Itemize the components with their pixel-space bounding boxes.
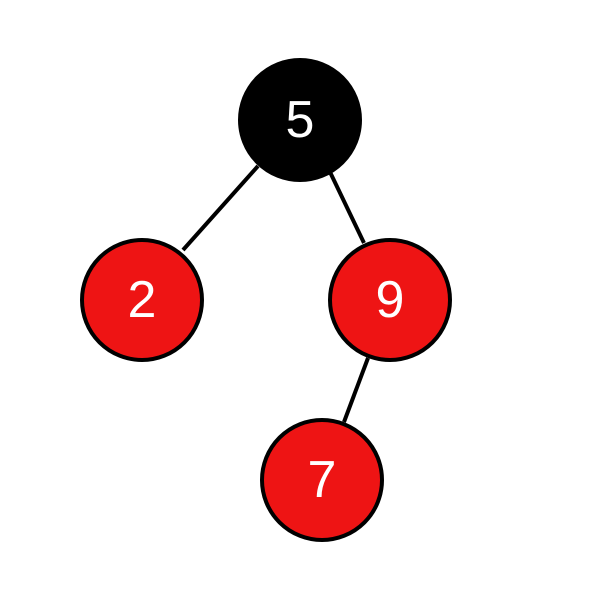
tree-node-5: 5	[238, 58, 362, 182]
node-7-label: 7	[308, 451, 337, 509]
tree-node-2: 2	[80, 238, 204, 362]
tree-node-9: 9	[328, 238, 452, 362]
edge-9-7	[342, 357, 370, 423]
edge-5-2	[181, 164, 260, 252]
node-5-circle	[238, 58, 362, 182]
node-5-label: 5	[286, 91, 315, 149]
node-9-circle	[328, 238, 452, 362]
node-7-circle	[260, 418, 384, 542]
node-2-circle	[80, 238, 204, 362]
tree-node-7: 7	[260, 418, 384, 542]
edge-5-9	[328, 171, 366, 244]
node-2-label: 2	[128, 271, 157, 329]
node-9-label: 9	[376, 271, 405, 329]
